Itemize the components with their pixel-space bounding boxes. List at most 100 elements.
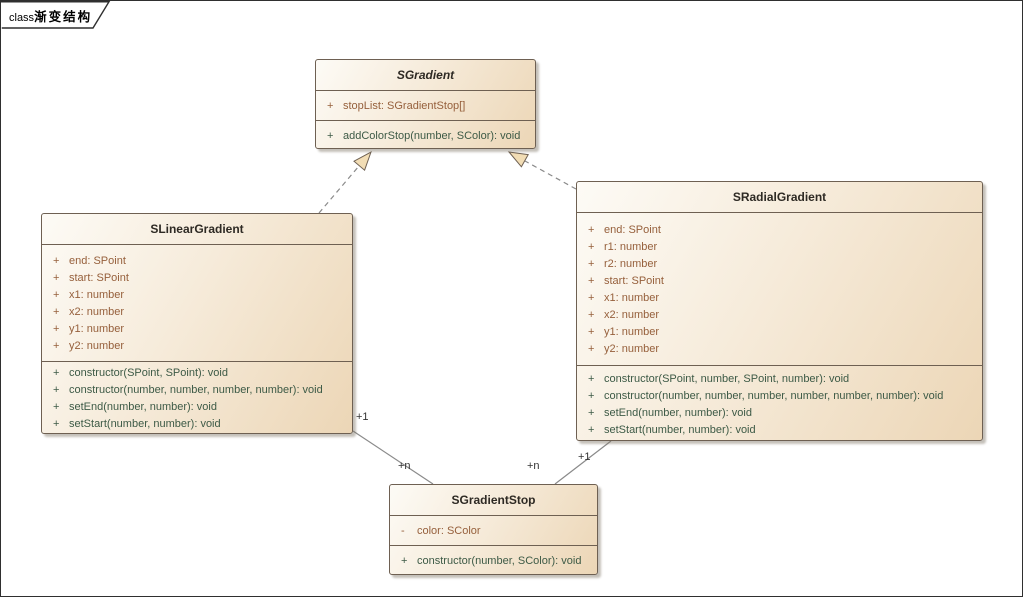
visibility-marker: +	[588, 372, 595, 385]
attribute-text: color: SColor	[417, 524, 481, 537]
realization-slineargradient-sgradient[interactable]	[318, 150, 372, 214]
visibility-marker: +	[588, 308, 595, 321]
visibility-marker: +	[53, 417, 60, 430]
attribute-row: +start: SPoint	[577, 272, 982, 289]
attributes-compartment: + end: SPoint + r1: number + r2: number +st…	[577, 212, 982, 365]
operation-row: + constructor(number, number, number, num…	[42, 381, 352, 398]
visibility-marker: +	[588, 389, 595, 402]
operation-row: +constructor(number, number, number, num…	[577, 387, 982, 404]
operation-row: + constructor(SPoint, SPoint): void	[42, 364, 352, 381]
operations-compartment: + addColorStop(number, SColor): void	[316, 120, 535, 148]
association-slineargradient-sgradientstop[interactable]: +1 +n	[352, 411, 434, 485]
visibility-marker: +	[588, 423, 595, 436]
attribute-row: + x1: number	[577, 289, 982, 306]
operation-row: + constructor(SPoint, number, SPoint, num…	[577, 370, 982, 387]
attribute-row: +y2: number	[42, 337, 352, 354]
diagram-frame-tab: class渐变结构	[1, 1, 121, 31]
class-title: SRadialGradient	[732, 190, 827, 204]
attribute-text: y1: number	[604, 325, 660, 338]
operation-text: constructor(SPoint, number, SPoint, numb…	[604, 372, 850, 385]
frame-tab-shape	[1, 1, 111, 29]
generalization-triangle-icon	[353, 150, 372, 172]
operation-text: constructor(number, SColor): void	[417, 554, 582, 567]
operation-row: + setStart(number, number): void	[42, 415, 352, 432]
attribute-text: x2: number	[69, 305, 125, 318]
attribute-row: + r1: number	[577, 238, 982, 255]
attribute-text: end: SPoint	[69, 254, 126, 267]
attribute-row: + end: SPoint	[42, 252, 352, 269]
association-line[interactable]	[554, 440, 612, 485]
attribute-row: + stopList: SGradientStop[]	[316, 97, 535, 114]
attributes-compartment: +end: SPoint +start: SPoint +x1: number …	[42, 244, 352, 361]
realization-sradialgradient-sgradient[interactable]	[507, 151, 577, 190]
class-title: SLinearGradient	[150, 222, 244, 236]
visibility-marker: +	[53, 383, 60, 396]
attribute-row: +y2: number	[577, 340, 982, 357]
multiplicity-label: +n	[527, 460, 540, 472]
visibility-marker: +	[53, 366, 60, 379]
visibility-marker: +	[588, 325, 595, 338]
attribute-text: y2: number	[69, 339, 125, 352]
operation-row: +setStart(number, number): void	[577, 421, 982, 438]
visibility-marker: +	[401, 554, 408, 567]
attribute-row: + y1: number	[577, 323, 982, 340]
attribute-row: +y1: number	[42, 320, 352, 337]
attributes-compartment: - color: SColor	[390, 515, 597, 545]
attribute-text: y2: number	[604, 342, 660, 355]
visibility-marker: +	[588, 223, 595, 236]
diagram-title: class渐变结构	[9, 6, 92, 26]
attribute-text: r1: number	[604, 240, 658, 253]
visibility-marker: +	[588, 240, 595, 253]
visibility-marker: +	[53, 400, 60, 413]
operations-compartment: + constructor(SPoint, SPoint): void + cons…	[42, 361, 352, 433]
attribute-row: + r2: number	[577, 255, 982, 272]
operation-row: + constructor(number, SColor): void	[390, 552, 597, 569]
attribute-row: + x2: number	[42, 303, 352, 320]
class-box-slineargradient[interactable]: SLinearGradient + end: SPoint + start: SPo…	[41, 213, 353, 434]
operation-row: +setEnd(number, number): void	[577, 404, 982, 421]
association-sradialgradient-sgradientstop[interactable]: +1 +n	[527, 440, 612, 485]
operations-compartment: + constructor(number, SColor): void	[390, 545, 597, 574]
operations-compartment: + constructor(SPoint, number, SPoint, num…	[577, 365, 982, 440]
attribute-row: - color: SColor	[390, 522, 597, 539]
realization-dashed-line[interactable]	[524, 160, 577, 190]
operation-text: addColorStop(number, SColor): void	[343, 129, 521, 142]
visibility-marker: +	[53, 254, 60, 267]
attribute-row: + x2: number	[577, 306, 982, 323]
diagram-keyword: class	[9, 12, 35, 24]
multiplicity-label: +1	[356, 411, 369, 423]
operation-text: constructor(number, number, number, numb…	[69, 383, 323, 396]
multiplicity-label: +n	[398, 460, 411, 472]
visibility-marker: +	[53, 288, 60, 301]
attribute-row: + start: SPoint	[42, 269, 352, 286]
class-box-sradialgradient[interactable]: SRadialGradient + end: SPoint + r1: number…	[576, 181, 983, 441]
attribute-text: x2: number	[604, 308, 660, 321]
association-line[interactable]	[352, 430, 434, 485]
attribute-text: x1: number	[604, 291, 660, 304]
generalization-triangle-icon	[507, 151, 529, 168]
diagram-name: 渐变结构	[34, 10, 93, 24]
visibility-marker: -	[401, 524, 405, 537]
visibility-marker: +	[588, 257, 595, 270]
visibility-marker: +	[53, 271, 60, 284]
attribute-text: stopList: SGradientStop[]	[343, 99, 466, 112]
multiplicity-label: +1	[578, 451, 591, 463]
realization-dashed-line[interactable]	[318, 165, 360, 214]
visibility-marker: +	[53, 305, 60, 318]
attribute-text: y1: number	[69, 322, 125, 335]
attribute-text: end: SPoint	[604, 223, 661, 236]
attribute-text: x1: number	[69, 288, 125, 301]
visibility-marker: +	[588, 291, 595, 304]
class-box-sgradientstop[interactable]: SGradientStop - color: SColor + construc…	[389, 484, 598, 575]
operation-row: +setEnd(number, number): void	[42, 398, 352, 415]
class-title: SGradient	[396, 68, 455, 82]
attribute-text: start: SPoint	[69, 271, 129, 284]
attribute-text: r2: number	[604, 257, 658, 270]
visibility-marker: +	[588, 406, 595, 419]
operation-text: setStart(number, number): void	[69, 417, 221, 430]
class-box-sgradient[interactable]: SGradient + stopList: SGradientStop[] + …	[315, 59, 536, 149]
class-title: SGradientStop	[451, 493, 536, 507]
operation-text: constructor(SPoint, SPoint): void	[69, 366, 228, 379]
